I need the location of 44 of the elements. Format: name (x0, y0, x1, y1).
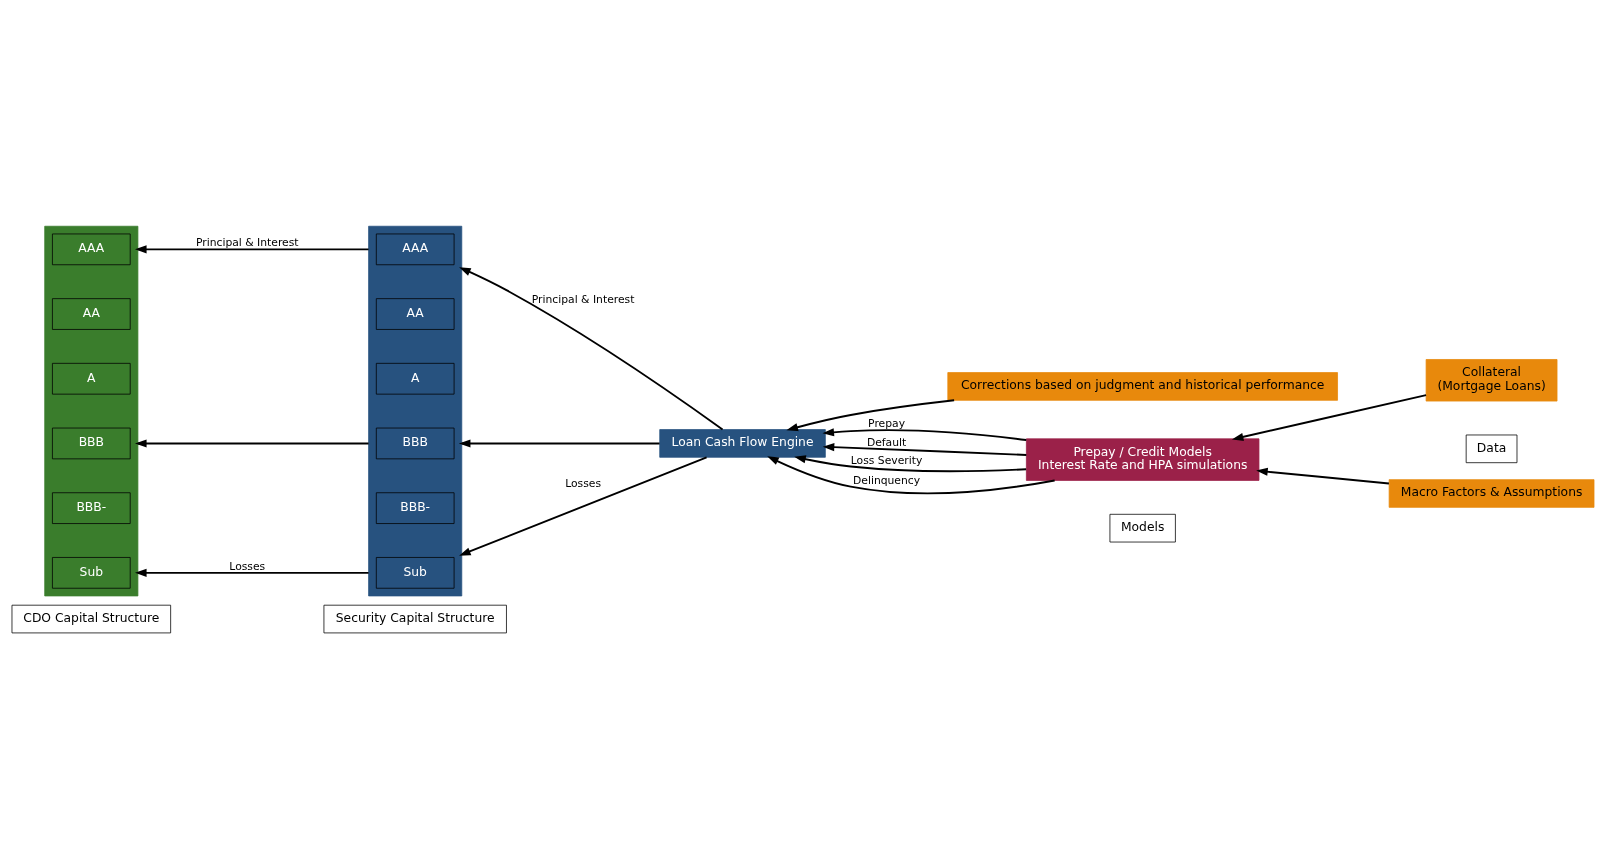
arrow (135, 568, 370, 577)
edge-label: Default (866, 435, 907, 449)
arrow (794, 455, 1028, 473)
arrow (135, 439, 370, 448)
node-box: Collateral (Mortgage Loans) (1425, 359, 1558, 402)
node-box: BBB- (52, 492, 131, 524)
node-box: BBB- (375, 492, 455, 524)
node-box: Corrections based on judgment and historical performance (947, 372, 1338, 401)
node-box: BBB (52, 427, 131, 460)
edge-label: Delinquency (853, 473, 921, 487)
node-box: Security Capital Structure (323, 604, 507, 634)
edge-label: Principal & Interest (531, 292, 635, 306)
node-box: Models (1109, 513, 1176, 543)
arrow (458, 439, 661, 448)
node-box: Macro Factors & Assumptions (1388, 479, 1595, 508)
edge-label: Prepay (868, 417, 906, 431)
node-box: Prepay / Credit Models Interest Rate and HPA simulations (1025, 438, 1260, 481)
arrow (822, 428, 1028, 441)
arrow (1231, 394, 1428, 441)
node-box: AAA (375, 233, 455, 266)
edge-label: Principal & Interest (195, 236, 299, 250)
arrow (822, 443, 1028, 456)
cluster (44, 225, 139, 597)
node-box: BBB (375, 427, 455, 460)
node-box: Sub (52, 557, 131, 589)
arrow (786, 399, 956, 432)
arrow (767, 456, 1056, 495)
node-box: Loan Cash Flow Engine (659, 429, 826, 458)
node-box: Data (1465, 434, 1518, 464)
node-box: AA (375, 298, 455, 330)
edge-label: Loss Severity (850, 453, 923, 467)
arrow (135, 245, 370, 254)
node-box: A (375, 362, 455, 395)
node-box: CDO Capital Structure (11, 604, 172, 634)
edge-label: Losses (229, 559, 266, 573)
node-box: AA (52, 298, 131, 330)
arrow (1256, 467, 1390, 485)
node-box: AAA (52, 233, 131, 266)
arrow (459, 456, 708, 556)
edge-label: Losses (565, 476, 602, 490)
arrow (459, 267, 724, 431)
node-box: A (52, 362, 131, 395)
cluster (368, 225, 463, 597)
node-box: Sub (375, 557, 455, 589)
